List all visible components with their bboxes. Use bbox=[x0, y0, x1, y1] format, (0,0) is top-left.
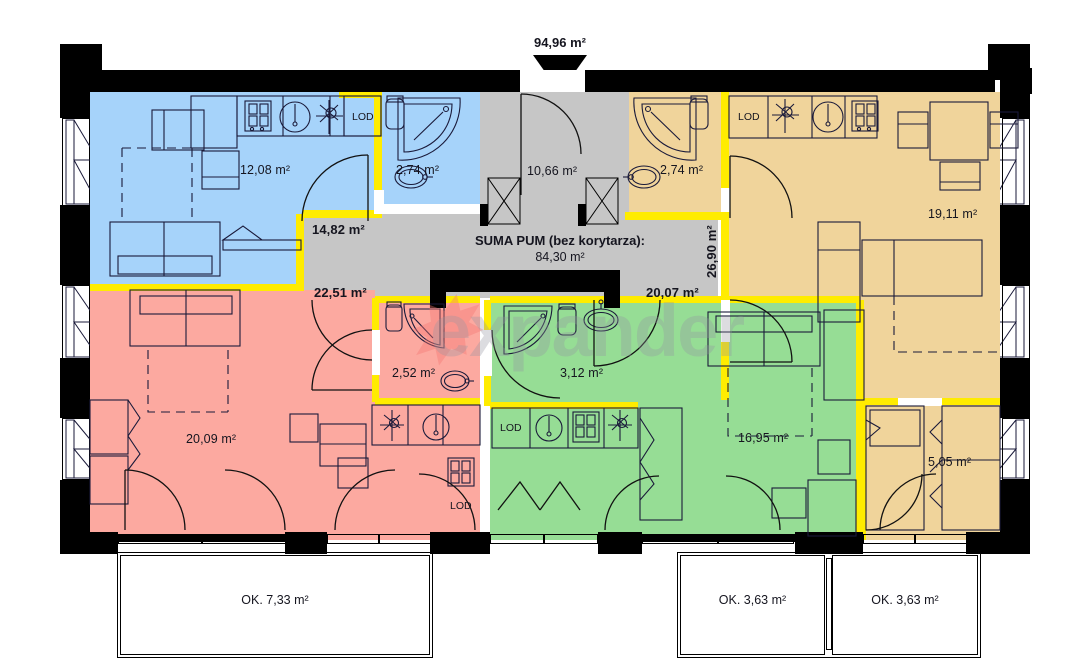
wall-part-corridor-right bbox=[578, 204, 586, 226]
door-opening-green-2 bbox=[544, 534, 598, 544]
balcony-right bbox=[832, 555, 978, 655]
room-label-pink-main: 20,09 m² bbox=[186, 432, 237, 446]
corridor-bridge-right bbox=[585, 92, 629, 224]
wall-bottom-mid-1 bbox=[285, 532, 327, 554]
wall-bottom-green-seg bbox=[642, 534, 796, 542]
door-opening-green-4 bbox=[718, 534, 794, 544]
insulation-blue-right bbox=[296, 214, 304, 291]
entry-area-label: 94,96 m² bbox=[533, 35, 587, 50]
door-gap-tan-bath bbox=[721, 188, 730, 212]
room-label-blue-total: 14,82 m² bbox=[312, 222, 365, 237]
balcony-right-rail bbox=[677, 552, 981, 658]
door-opening-green-3 bbox=[642, 534, 718, 544]
door-opening-tan-2 bbox=[915, 534, 967, 544]
watermark-x-icon: ✸ bbox=[404, 284, 477, 380]
window-right-3 bbox=[1002, 418, 1030, 480]
wall-right-lower bbox=[1000, 358, 1030, 418]
room-label-tan-bath: 2,74 m² bbox=[660, 163, 704, 177]
door-gap-tan-small bbox=[898, 398, 942, 406]
balcony-left-label: OK. 7,33 m² bbox=[241, 593, 309, 607]
wall-left-bottom bbox=[60, 480, 90, 542]
wall-bottom-mid-4 bbox=[795, 532, 863, 554]
insulation-blue-bottom bbox=[90, 284, 303, 291]
door-gap-green-left bbox=[484, 330, 492, 376]
door-opening-pink-4 bbox=[379, 534, 431, 544]
wall-interior-corridor-stub-l bbox=[430, 270, 446, 308]
wall-interior-corridor-top-left bbox=[430, 270, 620, 292]
lod-label-pink: LOD bbox=[450, 500, 472, 512]
wall-bottom-mid-2 bbox=[430, 532, 490, 554]
room-label-pink-bath: 2,52 m² bbox=[392, 366, 436, 380]
watermark-text: expander bbox=[430, 289, 745, 372]
insulation-tan-bath-left bbox=[721, 92, 729, 188]
room-label-green-main: 16,95 m² bbox=[738, 431, 789, 445]
room-label-corridor-entry: 10,66 m² bbox=[527, 164, 578, 178]
insulation-blue-bath-bottom bbox=[303, 210, 382, 218]
door-opening-pink-2 bbox=[202, 534, 286, 544]
room-label-green-bath: 3,12 m² bbox=[560, 366, 604, 380]
balcony-left bbox=[120, 555, 430, 655]
insulation-green-top bbox=[490, 296, 638, 303]
insulation-green-right bbox=[856, 300, 864, 540]
corridor-bridge bbox=[480, 92, 522, 224]
summary-line-1: SUMA PUM (bez korytarza): bbox=[475, 233, 645, 248]
insulation-pink-bath-bottom bbox=[375, 398, 480, 405]
door-gap-tan-mid bbox=[721, 300, 730, 342]
wall-top-band-left bbox=[88, 70, 520, 92]
unit-blue-hall bbox=[303, 92, 383, 217]
wall-left-mid bbox=[60, 205, 90, 285]
insulation-tan-bath-bottom bbox=[625, 212, 729, 220]
balcony-mid bbox=[680, 555, 825, 655]
lod-label-blue: LOD bbox=[352, 111, 374, 123]
room-label-tan-small: 5,05 m² bbox=[928, 455, 972, 469]
corridor-entry-area bbox=[521, 92, 585, 224]
window-right-1 bbox=[1002, 118, 1030, 206]
room-label-pink-total: 22,51 m² bbox=[314, 285, 367, 300]
insulation-pink-bath-top bbox=[375, 296, 480, 303]
door-opening-pink-3 bbox=[327, 534, 379, 544]
window-left-1 bbox=[62, 118, 90, 206]
insulation-blue-hall-line bbox=[339, 92, 375, 98]
wall-part-corridor-left bbox=[480, 204, 488, 226]
unit-green-main-area bbox=[638, 300, 862, 540]
door-opening-tan-1 bbox=[863, 534, 915, 544]
insulation-green-bath-bottom bbox=[490, 402, 638, 409]
lod-label-tan: LOD bbox=[738, 111, 760, 123]
door-opening-pink-1 bbox=[118, 534, 202, 544]
wall-bottom-left-block bbox=[60, 532, 118, 554]
balcony-divider bbox=[826, 558, 832, 650]
door-opening-green-1 bbox=[490, 534, 544, 544]
balcony-right-label: OK. 3,63 m² bbox=[871, 593, 939, 607]
window-right-2 bbox=[1002, 285, 1030, 359]
balcony-mid-label: OK. 3,63 m² bbox=[718, 593, 787, 607]
unit-tan-small-area bbox=[862, 400, 1000, 540]
wall-left-lower bbox=[60, 358, 90, 418]
room-label-blue-bath: 2,74 m² bbox=[396, 163, 440, 177]
wall-bottom-mid-3 bbox=[598, 532, 642, 554]
summary-line-2: 84,30 m² bbox=[535, 250, 585, 264]
insulation-green-main-top bbox=[638, 296, 860, 303]
wall-interior-corridor-stub-r bbox=[604, 270, 620, 308]
balcony-left-rail bbox=[117, 552, 433, 658]
insulation-blue-bath-right bbox=[374, 92, 382, 190]
door-gap-blue-bath bbox=[374, 190, 384, 214]
unit-tan-bath-area bbox=[629, 92, 727, 218]
room-label-green-total: 20,07 m² bbox=[646, 285, 699, 300]
wall-top-band-right bbox=[585, 70, 995, 92]
door-gap-top-entry bbox=[521, 70, 585, 92]
wall-right-upper bbox=[1000, 44, 1030, 118]
door-gap-pink-bath bbox=[372, 330, 380, 375]
wall-left-upper bbox=[60, 44, 90, 118]
wall-right-bottom bbox=[1000, 480, 1030, 542]
wall-bottom-right-block bbox=[966, 532, 1030, 554]
room-label-blue-main: 12,08 m² bbox=[240, 163, 291, 177]
wall-right-mid bbox=[1000, 205, 1030, 285]
lod-label-green: LOD bbox=[500, 422, 522, 434]
room-label-tan-main: 19,11 m² bbox=[928, 207, 978, 221]
